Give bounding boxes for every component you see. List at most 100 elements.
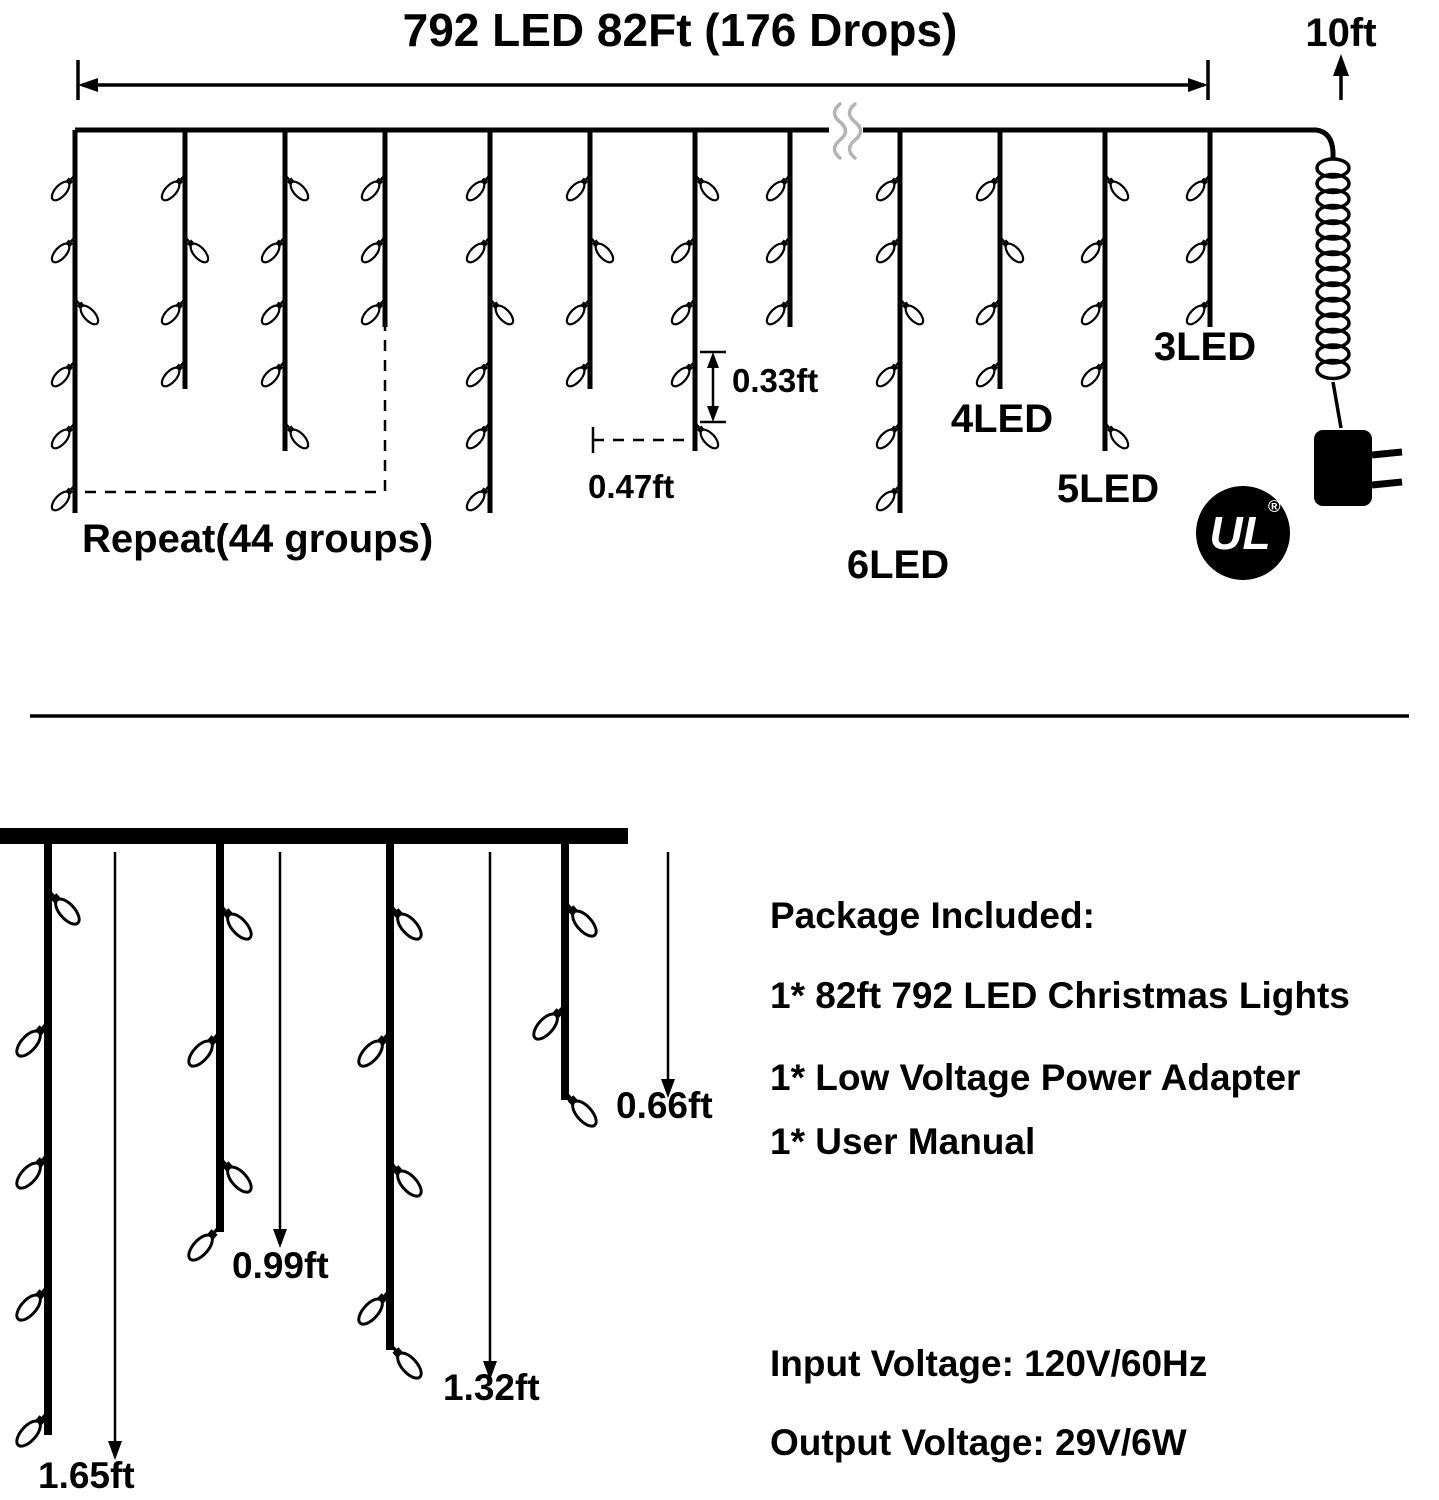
led-bulb-icon: [765, 298, 791, 326]
ul-certification-logo: UL ®: [1196, 486, 1290, 580]
led-bulb-icon: [1104, 174, 1130, 202]
bulb-spacing-label: 0.33ft: [732, 362, 818, 399]
led-bulb-icon: [465, 484, 491, 512]
drop-length-099-label: 0.99ft: [232, 1245, 329, 1286]
light-drop: [160, 130, 210, 389]
drop-spacing-label: 0.47ft: [588, 468, 674, 505]
bottom-main-wire: [0, 828, 628, 844]
led-bulb-icon: [388, 1342, 423, 1380]
led-bulb-icon: [875, 422, 901, 450]
power-plug-icon: [1314, 430, 1403, 506]
led-bulb-icon: [465, 236, 491, 264]
led-bulb-icon: [50, 422, 76, 450]
drop-length-arrows: [108, 852, 675, 1460]
drop-length-165-label: 1.65ft: [38, 1455, 135, 1496]
led-bulb-icon: [15, 1410, 50, 1448]
drop-length-arrow: [483, 852, 497, 1380]
led-bulb-icon: [975, 174, 1001, 202]
led-bulb-icon: [74, 298, 100, 326]
led-bulb-icon: [284, 422, 310, 450]
package-heading: Package Included:: [770, 895, 1095, 936]
led-bulb-icon: [50, 360, 76, 388]
led-bulb-icon: [15, 1020, 50, 1058]
led-bulb-icon: [765, 174, 791, 202]
led-bulb-icon: [694, 174, 720, 202]
led-bulb-icon: [1080, 298, 1106, 326]
light-drop: [357, 840, 423, 1380]
led-bulb-icon: [50, 236, 76, 264]
led-bulb-icon: [670, 298, 696, 326]
led-bulb-icon: [1104, 422, 1130, 450]
package-item-lights: 1* 82ft 792 LED Christmas Lights: [770, 975, 1350, 1016]
led-bulb-icon: [218, 903, 253, 941]
led-bulb-icon: [465, 360, 491, 388]
top-diagram: 792 LED 82Ft (176 Drops) 10ft: [50, 4, 1403, 587]
led-bulb-icon: [260, 236, 286, 264]
led-bulb-icon: [563, 1090, 598, 1128]
led-bulb-icon: [160, 174, 186, 202]
lead-length-label: 10ft: [1305, 11, 1376, 55]
led-bulb-icon: [1185, 236, 1211, 264]
led-bulb-icon: [565, 174, 591, 202]
drop-type-6led-label: 6LED: [847, 543, 949, 587]
led-bulb-icon: [15, 1284, 50, 1322]
package-item-adapter: 1* Low Voltage Power Adapter: [770, 1057, 1300, 1098]
led-bulb-icon: [50, 174, 76, 202]
light-drop: [50, 130, 100, 513]
led-bulb-icon: [15, 1152, 50, 1190]
drop-length-arrow: [661, 852, 675, 1098]
led-bulb-icon: [1080, 236, 1106, 264]
output-voltage-text: Output Voltage: 29V/6W: [770, 1422, 1187, 1463]
led-bulb-icon: [260, 298, 286, 326]
led-bulb-icon: [565, 360, 591, 388]
led-bulb-icon: [565, 298, 591, 326]
led-bulb-icon: [388, 903, 423, 941]
light-drop: [1080, 130, 1130, 451]
overall-length-dimension: [76, 60, 1210, 100]
led-bulb-icon: [1185, 298, 1211, 326]
led-bulb-icon: [465, 422, 491, 450]
light-drop: [670, 130, 720, 451]
led-bulb-icon: [187, 1030, 222, 1068]
drop-spacing-dimension: [591, 427, 692, 453]
led-bulb-icon: [184, 236, 210, 264]
led-bulb-icon: [357, 1030, 392, 1068]
led-bulb-icon: [465, 174, 491, 202]
lead-wire-arrow: [1333, 54, 1349, 100]
led-bulb-icon: [357, 1288, 392, 1326]
led-bulb-icon: [160, 360, 186, 388]
light-drop: [1185, 130, 1213, 327]
led-bulb-icon: [694, 422, 720, 450]
led-bulb-icon: [589, 236, 615, 264]
drop-length-arrow: [273, 852, 287, 1248]
led-bulb-icon: [187, 1224, 222, 1262]
cord-to-plug: [1331, 381, 1343, 429]
led-bulb-icon: [999, 236, 1025, 264]
light-drop: [975, 130, 1025, 389]
led-bulb-icon: [899, 298, 925, 326]
led-bulb-icon: [360, 236, 386, 264]
ul-mark-text: UL: [1209, 507, 1270, 559]
diagram-title: 792 LED 82Ft (176 Drops): [403, 4, 958, 56]
registered-trademark-icon: ®: [1268, 497, 1281, 516]
light-drop: [532, 840, 598, 1128]
input-voltage-text: Input Voltage: 120V/60Hz: [770, 1343, 1207, 1384]
light-drop: [260, 130, 310, 451]
led-bulb-icon: [875, 360, 901, 388]
repeat-label: Repeat(44 groups): [82, 517, 433, 561]
led-bulb-icon: [670, 360, 696, 388]
drop-type-5led-label: 5LED: [1057, 467, 1159, 511]
bottom-drops: [15, 840, 598, 1448]
drop-type-3led-label: 3LED: [1154, 325, 1256, 369]
led-bulb-icon: [360, 174, 386, 202]
led-bulb-icon: [284, 174, 310, 202]
light-drop: [187, 840, 253, 1262]
drop-length-132-label: 1.32ft: [443, 1367, 540, 1408]
light-drop: [15, 840, 81, 1448]
wire-break-mark: [829, 102, 863, 160]
led-bulb-icon: [563, 900, 598, 938]
power-cord-coil-icon: [1315, 157, 1351, 381]
package-item-manual: 1* User Manual: [770, 1121, 1035, 1162]
